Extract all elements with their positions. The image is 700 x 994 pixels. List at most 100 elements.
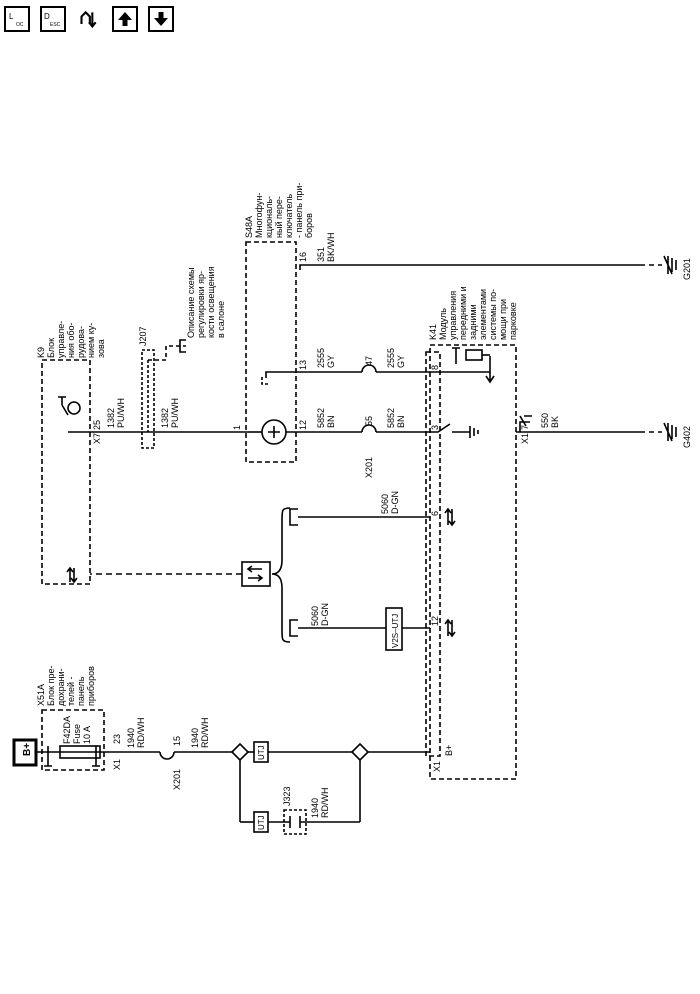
svg-text:1940: 1940 — [310, 798, 320, 818]
svg-text:X51A: X51A — [36, 684, 46, 706]
s48a-switch-label: S48A Многофун- кциональ- ный пере- ключа… — [244, 183, 314, 238]
svg-text:кости освещения: кости освещения — [206, 266, 216, 338]
svg-text:S48A: S48A — [244, 216, 254, 238]
wire-5060-b-label: 5060 D-GN — [380, 491, 400, 514]
k41-pin6-label: 6 — [430, 511, 440, 516]
svg-text:кциональ-: кциональ- — [264, 196, 274, 238]
x201-connector-a-label: X201 — [172, 769, 182, 790]
svg-text:1382: 1382 — [106, 408, 116, 428]
wire-1940-b-label: 1940 RD/WH — [190, 718, 210, 749]
svg-text:PU/WH: PU/WH — [116, 398, 126, 428]
s48a-pin16-label: 16 — [298, 252, 308, 262]
k41-pin8-label: 8 — [430, 365, 440, 370]
svg-text:зова: зова — [96, 339, 106, 358]
svg-text:управле-: управле- — [56, 321, 66, 358]
svg-text:D-GN: D-GN — [320, 603, 330, 626]
utj-upper-label: UTJ — [257, 745, 266, 760]
page-up-button[interactable] — [112, 6, 138, 32]
svg-text:Блок пре-: Блок пре- — [46, 666, 56, 706]
k41-pin12-label: 12 — [430, 616, 440, 626]
svg-text:боров: боров — [304, 213, 314, 238]
v2s-utj-label: V2S–UTJ — [391, 614, 400, 648]
loc-button[interactable]: L OC — [4, 6, 30, 32]
svg-text:Блок: Блок — [46, 338, 56, 358]
fuse-connector-label: X1 — [112, 759, 122, 770]
k41-x1-b-label: X1 — [520, 433, 530, 444]
svg-text:5060: 5060 — [310, 606, 320, 626]
svg-text:2555: 2555 — [386, 348, 396, 368]
ground-g201-label: G201 — [682, 258, 692, 280]
svg-text:GY: GY — [396, 355, 406, 368]
diagram-labels: B+ X51A Блок пре- дохрани- телей - панел… — [22, 183, 692, 830]
svg-text:550: 550 — [540, 413, 550, 428]
x201-pin15-label: 15 — [172, 736, 182, 746]
svg-text:RD/WH: RD/WH — [136, 718, 146, 749]
pin-47-label: 47 — [364, 356, 374, 366]
svg-text:D-GN: D-GN — [390, 491, 400, 514]
svg-text:BN: BN — [326, 415, 336, 428]
k41-x1-label: X1 — [432, 761, 442, 772]
svg-text:2555: 2555 — [316, 348, 326, 368]
wire-2555-a-label: 2555 GY — [316, 348, 336, 368]
svg-text:BK: BK — [550, 416, 560, 428]
wire-1940-c-label: 1940 RD/WH — [310, 788, 330, 819]
wire-351-label: 351 BK/WH — [316, 232, 336, 262]
toolbar: L OC D ESC — [4, 6, 174, 32]
desc-button[interactable]: D ESC — [40, 6, 66, 32]
svg-text:5060: 5060 — [380, 494, 390, 514]
svg-text:PU/WH: PU/WH — [170, 398, 180, 428]
k41-module-label: K41 Модуль управления передними и задним… — [428, 286, 518, 340]
x201-connector-b-label: X201 — [364, 457, 374, 478]
svg-text:мощи при: мощи при — [498, 299, 508, 340]
svg-text:RD/WH: RD/WH — [320, 788, 330, 819]
fuse-f42da-label: F42DA Fuse 10 A — [62, 716, 92, 744]
x201-pin55-label: 55 — [364, 416, 374, 426]
svg-text:OC: OC — [16, 22, 24, 28]
svg-text:BK/WH: BK/WH — [326, 232, 336, 262]
svg-text:ключатель: ключатель — [284, 194, 294, 238]
j207-label: J207 — [138, 326, 148, 346]
svg-text:RD/WH: RD/WH — [200, 718, 210, 749]
wire-1940-a-label: 1940 RD/WH — [126, 718, 146, 749]
j323-label: J323 — [282, 786, 292, 806]
svg-text:телей -: телей - — [66, 676, 76, 706]
ground-g201-symbol — [663, 255, 677, 275]
svg-text:5852: 5852 — [386, 408, 396, 428]
svg-text:1940: 1940 — [126, 728, 136, 748]
s48a-pin13-label: 13 — [298, 360, 308, 370]
arrow-down-icon — [154, 12, 168, 26]
signal-flow-button[interactable] — [76, 6, 102, 32]
page-down-button[interactable] — [148, 6, 174, 32]
svg-text:Многофун-: Многофун- — [254, 193, 264, 238]
ground-g402-symbol — [663, 422, 677, 442]
svg-text:приборов: приборов — [86, 666, 96, 706]
svg-text:351: 351 — [316, 247, 326, 262]
wire-1382-a-label: 1382 PU/WH — [106, 398, 126, 428]
svg-text:нием ку-: нием ку- — [86, 323, 96, 358]
svg-text:регулировки яр-: регулировки яр- — [196, 271, 206, 338]
k41-bplus-label: B+ — [444, 745, 454, 756]
dimming-reference-label: Описание схемы регулировки яр- кости осв… — [186, 266, 226, 338]
svg-text:K41: K41 — [428, 324, 438, 340]
svg-text:ния обо-: ния обо- — [66, 322, 76, 358]
svg-text:элементами: элементами — [478, 289, 488, 340]
k41-pin7-label: 7 — [520, 425, 530, 430]
svg-text:ESC: ESC — [50, 22, 61, 28]
wire-5060-a-label: 5060 D-GN — [310, 603, 330, 626]
k41-pin3-label: 3 — [430, 425, 440, 430]
svg-text:в салоне: в салоне — [216, 301, 226, 338]
svg-text:рудова-: рудова- — [76, 326, 86, 358]
svg-text:системы по-: системы по- — [488, 289, 498, 340]
k9-module-label: K9 Блок управле- ния обо- рудова- нием к… — [36, 321, 106, 358]
svg-text:1940: 1940 — [190, 728, 200, 748]
arrow-up-icon — [118, 12, 132, 26]
battery-label: B+ — [22, 743, 33, 756]
svg-text:10 A: 10 A — [82, 726, 92, 744]
svg-text:панель: панель — [76, 676, 86, 706]
wire-550-label: 550 BK — [540, 413, 560, 428]
k9-pin25-label: 25 — [92, 420, 102, 430]
utj-lower-label: UTJ — [257, 815, 266, 830]
svg-text:Модуль: Модуль — [438, 308, 448, 340]
